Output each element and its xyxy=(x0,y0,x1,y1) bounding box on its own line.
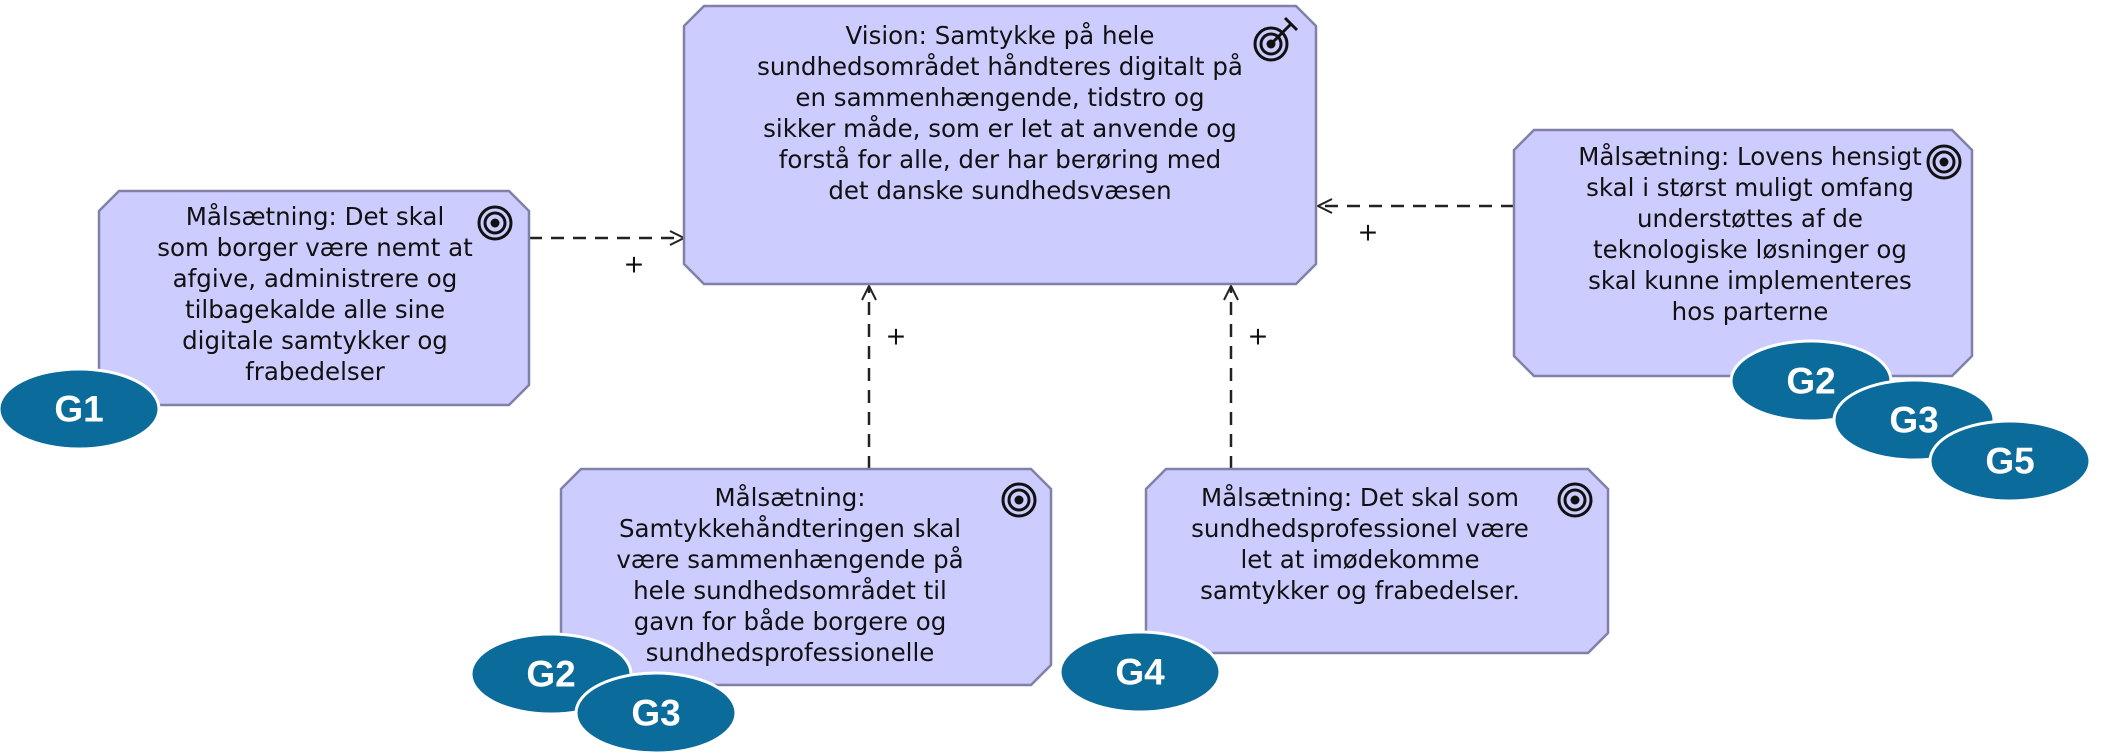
goal-badge-label: G3 xyxy=(1889,400,1938,441)
goal-coherent-node[interactable] xyxy=(559,467,1053,687)
goal-law-text-line: hos parterne xyxy=(1671,297,1829,326)
vision-text-line: Vision: Samtykke på hele xyxy=(845,21,1155,50)
vision-text-line: sundhedsområdet håndteres digitalt på xyxy=(757,52,1243,81)
influence-relation[interactable]: + xyxy=(1231,286,1268,469)
vision-text-line: en sammenhængende, tidstro og xyxy=(795,83,1205,112)
goal-law-text-line: teknologiske løsninger og xyxy=(1593,235,1907,264)
goal-arrow-target-icon xyxy=(1253,16,1299,62)
goal-professional-text-line: samtykker og frabedelser. xyxy=(1200,576,1520,605)
goal-coherent-text: Målsætning: Samtykkehåndteringen skal væ… xyxy=(600,482,980,668)
goal-coherent-text-line: Målsætning: xyxy=(714,483,866,512)
relation-label: + xyxy=(886,322,907,351)
goal-law-shape xyxy=(1512,128,1974,378)
relation-label: + xyxy=(1358,218,1379,247)
influence-relation[interactable]: + xyxy=(1318,206,1514,247)
goal-citizen-text-line: frabedelser xyxy=(245,357,385,386)
goal-professional-shape xyxy=(1144,467,1610,655)
target-icon xyxy=(1557,482,1593,518)
relation-label: + xyxy=(624,250,645,279)
relation-label: + xyxy=(1248,322,1269,351)
goal-badge-label: G4 xyxy=(1115,652,1165,693)
goal-law-text-line: Målsætning: Lovens hensigt xyxy=(1578,142,1922,171)
influence-relation[interactable]: + xyxy=(529,238,684,279)
goal-badge-label: G2 xyxy=(526,654,575,695)
goal-citizen-text-line: digitale samtykker og xyxy=(182,326,448,355)
vision-text: Vision: Samtykke på hele sundhedsområdet… xyxy=(690,20,1310,206)
target-icon xyxy=(1926,144,1962,180)
goal-badge: G4 xyxy=(1058,630,1222,714)
vision-node[interactable] xyxy=(682,4,1318,286)
goal-citizen-text-line: afgive, administrere og xyxy=(172,264,458,293)
goal-professional-text: Målsætning: Det skal som sundhedsprofess… xyxy=(1170,482,1550,606)
goal-law-text-line: skal kunne implementeres xyxy=(1588,266,1912,295)
vision-text-line: forstå for alle, der har berøring med xyxy=(778,145,1222,174)
goal-citizen-text-line: tilbagekalde alle sine xyxy=(184,295,446,324)
goal-professional-text-line: let at imødekomme xyxy=(1240,545,1480,574)
goal-coherent-text-line: gavn for både borgere og xyxy=(633,607,947,636)
goal-citizen-node[interactable] xyxy=(97,189,531,407)
goal-citizen-text-line: Målsætning: Det skal xyxy=(185,202,445,231)
goal-badge-label: G1 xyxy=(54,389,103,430)
goal-badge-label: G5 xyxy=(1985,441,2034,482)
goal-badge-label: G3 xyxy=(631,693,680,734)
target-icon xyxy=(1001,482,1037,518)
goal-law-text-line: skal i størst muligt omfang xyxy=(1586,173,1914,202)
goal-coherent-text-line: sundhedsprofessionelle xyxy=(645,638,935,667)
vision-text-line: sikker måde, som er let at anvende og xyxy=(763,114,1237,143)
goal-badge: G5 xyxy=(1928,419,2092,503)
goal-coherent-shape xyxy=(559,467,1053,687)
goal-professional-text-line: Målsætning: Det skal som xyxy=(1201,483,1519,512)
goal-citizen-text: Målsætning: Det skal som borger være nem… xyxy=(120,201,510,387)
vision-shape xyxy=(682,4,1318,286)
goal-badge: G1 xyxy=(0,367,161,451)
goal-citizen-text-line: som borger være nemt at xyxy=(157,233,473,262)
goal-coherent-text-line: Samtykkehåndteringen skal xyxy=(618,514,962,543)
goal-law-node[interactable] xyxy=(1512,128,1974,378)
target-icon xyxy=(477,205,513,241)
goal-badge-label: G2 xyxy=(1786,361,1835,402)
goal-professional-node[interactable] xyxy=(1144,467,1610,655)
goal-coherent-text-line: hele sundhedsområdet til xyxy=(633,576,947,605)
goal-law-text-line: understøttes af de xyxy=(1636,204,1863,233)
goal-professional-text-line: sundhedsprofessionel være xyxy=(1191,514,1529,543)
goal-law-text: Målsætning: Lovens hensigt skal i størst… xyxy=(1550,141,1950,327)
goal-coherent-text-line: være sammenhængende på xyxy=(616,545,964,574)
goal-citizen-shape xyxy=(97,189,531,407)
vision-text-line: det danske sundhedsvæsen xyxy=(828,176,1172,205)
influence-relation[interactable]: + xyxy=(869,286,906,469)
goal-badge: G3 xyxy=(574,671,738,752)
